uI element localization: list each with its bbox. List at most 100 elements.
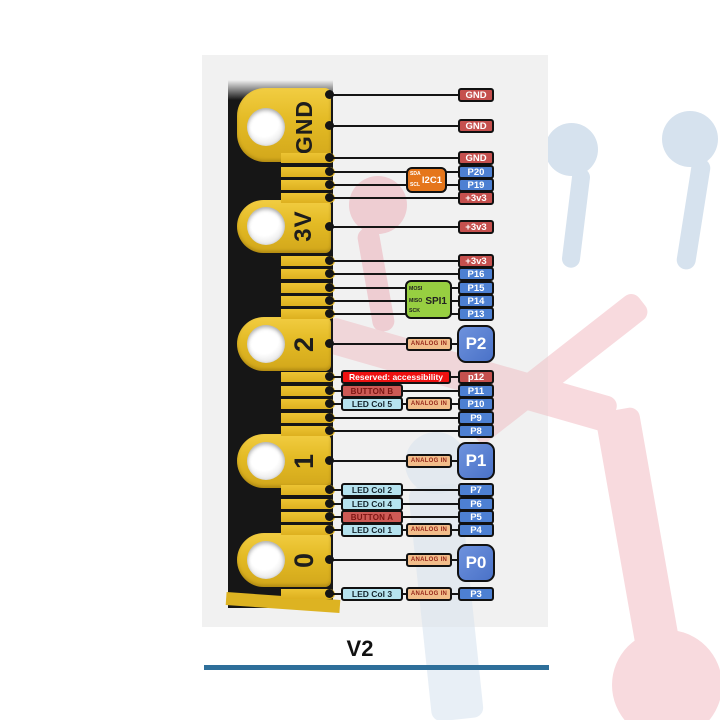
wire [331, 287, 458, 289]
pad-hole [247, 442, 285, 480]
wire-dot [325, 283, 334, 292]
wire-dot [325, 269, 334, 278]
pin-box-P11: P11 [458, 384, 494, 398]
pin-box-P6: P6 [458, 497, 494, 511]
pin-box-P10: P10 [458, 397, 494, 411]
led-col-box: LED Col 3 [341, 587, 403, 601]
pad-label-1: 1 [289, 452, 319, 470]
wire-dot [325, 256, 334, 265]
pad-label-0: 0 [289, 551, 319, 569]
analog-in-box: ANALOG IN [406, 397, 452, 411]
wire-dot [325, 426, 334, 435]
pad-label-2: 2 [289, 335, 319, 353]
button-box: BUTTON A [341, 510, 403, 524]
wire [331, 125, 458, 127]
wire [331, 197, 458, 199]
pin-box-P0: P0 [457, 544, 495, 582]
connector-finger [281, 386, 335, 396]
pin-box-+3v3: +3v3 [458, 191, 494, 205]
connector-finger [281, 399, 335, 409]
connector-finger [281, 372, 335, 382]
wire [331, 417, 458, 419]
connector-finger [281, 180, 335, 190]
i2c-scl-label: SCL [410, 182, 420, 188]
wire [331, 260, 458, 262]
wire [331, 343, 458, 345]
pin-box-P9: P9 [458, 411, 494, 425]
wire-dot [325, 180, 334, 189]
wire-dot [325, 512, 334, 521]
wire [331, 184, 458, 186]
i2c-sda-label: SDA [410, 171, 421, 177]
pin-box-P4: P4 [458, 523, 494, 537]
analog-in-box: ANALOG IN [406, 337, 452, 351]
decorative-pin-stick [594, 406, 682, 660]
pin-box-P20: P20 [458, 165, 494, 179]
pin-box-+3v3: +3v3 [458, 254, 494, 268]
pad-hole [247, 207, 285, 245]
pad-hole [247, 541, 285, 579]
led-col-box: LED Col 2 [341, 483, 403, 497]
connector-finger [281, 525, 335, 535]
connector-finger [281, 309, 335, 319]
pad-hole [247, 108, 285, 146]
wire-dot [325, 372, 334, 381]
wire-dot [325, 90, 334, 99]
wire-dot [325, 485, 334, 494]
connector-finger [281, 296, 335, 306]
pin-box-P19: P19 [458, 178, 494, 192]
decorative-pin-stick [675, 157, 712, 271]
connector-finger [281, 499, 335, 509]
wire-dot [325, 499, 334, 508]
analog-in-box: ANALOG IN [406, 454, 452, 468]
connector-finger [281, 193, 335, 203]
pad-label-3V: 3V [290, 210, 317, 242]
wire-dot [325, 386, 334, 395]
pin-box-P16: P16 [458, 267, 494, 281]
led-col-box: LED Col 1 [341, 523, 403, 537]
connector-finger [281, 153, 335, 163]
pin-box-P3: P3 [458, 587, 494, 601]
connector-finger [281, 269, 335, 279]
wire-dot [325, 525, 334, 534]
wire-dot [325, 456, 334, 465]
wire [331, 226, 458, 228]
wire [331, 157, 458, 159]
wire [331, 273, 458, 275]
pin-box-P15: P15 [458, 281, 494, 295]
pin-box-P14: P14 [458, 294, 494, 308]
pin-box-GND: GND [458, 88, 494, 102]
wire [331, 94, 458, 96]
pin-box-+3v3: +3v3 [458, 220, 494, 234]
wire [331, 430, 458, 432]
wire [331, 460, 458, 462]
connector-finger [281, 283, 335, 293]
connector-finger [281, 256, 335, 266]
wire-dot [325, 339, 334, 348]
decorative-pin-stick [560, 167, 592, 269]
button-box: BUTTON B [341, 384, 403, 398]
spi-sck-label: SCK [409, 308, 420, 314]
wire [331, 300, 458, 302]
pin-box-P13: P13 [458, 307, 494, 321]
wire-dot [325, 589, 334, 598]
spi-chip-label: SPI1 [425, 296, 447, 307]
footer-divider-line [204, 665, 549, 670]
pad-hole [247, 325, 285, 363]
wire-dot [325, 413, 334, 422]
decorative-pin-ball [662, 111, 718, 167]
wire-dot [325, 555, 334, 564]
wire-dot [325, 222, 334, 231]
analog-in-box: ANALOG IN [406, 523, 452, 537]
connector-finger [281, 413, 335, 423]
spi-chip: MOSI MISO SCK SPI1 [405, 280, 452, 319]
pin-box-P2: P2 [457, 325, 495, 363]
spi-miso-label: MISO [409, 298, 423, 304]
connector-finger [281, 426, 335, 436]
wire [331, 313, 458, 315]
wire [331, 559, 458, 561]
spi-mosi-label: MOSI [409, 286, 423, 292]
pin-box-P7: P7 [458, 483, 494, 497]
pin-box-P8: P8 [458, 424, 494, 438]
